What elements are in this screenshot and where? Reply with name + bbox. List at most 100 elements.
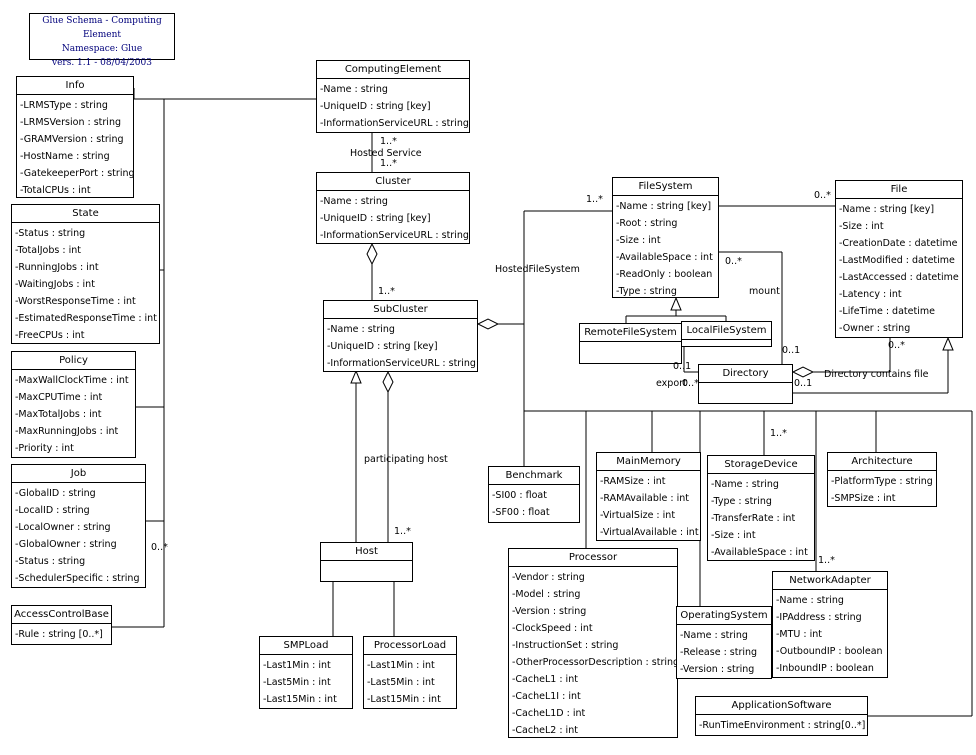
class-attribute: -LRMSVersion : string xyxy=(20,117,121,128)
class-name: Job xyxy=(12,465,145,483)
class-attribute: -SchedulerSpecific : string xyxy=(15,573,140,584)
aggregation-diamond xyxy=(791,366,815,378)
class-name: Host xyxy=(321,543,412,561)
namespace-line: Namespace: Glue xyxy=(61,44,143,54)
class-attribute: -GlobalID : string xyxy=(15,488,96,499)
multiplicity-label: 0..1 xyxy=(782,345,801,356)
class-name: AccessControlBase xyxy=(12,606,111,624)
attribute-list: -Last1Min : int-Last5Min : int-Last15Min… xyxy=(260,655,352,708)
attribute-list: -Name : string-UniqueID : string [key]-I… xyxy=(324,319,477,372)
processor-class: Processor-Vendor : string-Model : string… xyxy=(508,548,679,738)
class-attribute: -Name : string xyxy=(776,595,844,606)
class-attribute: -TotalCPUs : int xyxy=(20,185,91,196)
association-label: participating host xyxy=(364,454,448,465)
class-attribute: -Version : string xyxy=(680,664,755,675)
class-attribute: -Model : string xyxy=(512,589,581,600)
class-attribute: -InformationServiceURL : string xyxy=(320,230,469,241)
class-name: NetworkAdapter xyxy=(773,572,887,590)
attribute-list: -RunTimeEnvironment : string[0..*] xyxy=(696,715,867,734)
attribute-list: -Name : string [key]-Size : int-Creation… xyxy=(836,199,962,337)
class-attribute: -UniqueID : string [key] xyxy=(327,341,438,352)
class-attribute: -Last5Min : int xyxy=(367,677,435,688)
processorload-class: ProcessorLoad -Last1Min : int -Last5Min : … xyxy=(363,636,457,709)
generalization-arrow xyxy=(942,336,954,351)
class-attribute: -Root : string xyxy=(616,218,678,229)
class-name: Architecture xyxy=(828,453,936,471)
multiplicity-label: 0..1 xyxy=(794,378,813,389)
class-attribute: -LifeTime : datetime xyxy=(839,306,935,317)
state-class: State-Status : string-TotalJobs : int-Ru… xyxy=(11,204,160,344)
info-class: Info-LRMSType : string-LRMSVersion : str… xyxy=(16,76,135,198)
aggregation-diamond xyxy=(366,242,378,266)
computingelement-class: ComputingElement-Name : string-UniqueID … xyxy=(316,60,470,133)
association-label: Directory contains file xyxy=(824,369,929,380)
title-line: Glue Schema - Computing Element xyxy=(42,16,162,40)
attribute-list xyxy=(321,561,412,577)
class-attribute: -MaxWallClockTime : int xyxy=(15,375,129,386)
smpload-class: SMPLoad-Last1Min : int-Last5Min : int-La… xyxy=(259,636,353,709)
class-attribute: -Owner : string xyxy=(839,323,911,334)
class-attribute: -CacheL1I : int xyxy=(512,691,581,702)
class-attribute: -Status : string xyxy=(15,556,86,567)
class-attribute: -GRAMVersion : string xyxy=(20,134,124,145)
association-label: HostedFileSystem xyxy=(495,264,580,275)
class-attribute: -Last1Min : int xyxy=(367,660,435,671)
class-attribute: -ClockSpeed : int xyxy=(512,623,593,634)
class-attribute: -EstimatedResponseTime : int xyxy=(15,313,157,324)
cluster-class: Cluster-Name : string-UniqueID : string … xyxy=(316,172,470,244)
class-attribute: -IPAddress : string xyxy=(776,612,862,623)
class-attribute: -Latency : int xyxy=(839,289,902,300)
class-attribute: -RunningJobs : int xyxy=(15,262,99,273)
class-name: File xyxy=(836,181,962,199)
class-attribute: -GlobalOwner : string xyxy=(15,539,117,550)
localfilesystem-class: LocalFileSystem xyxy=(681,321,772,347)
class-attribute: -SF00 : float xyxy=(492,507,550,518)
benchmark-class: Benchmark-SI00 : float-SF00 : float xyxy=(488,466,580,523)
multiplicity-label: 1..* xyxy=(770,428,787,439)
multiplicity-label: 1..* xyxy=(394,526,411,537)
class-name: ProcessorLoad xyxy=(364,637,456,655)
class-attribute: -ReadOnly : boolean xyxy=(616,269,713,280)
class-attribute: -CacheL1 : int xyxy=(512,674,578,685)
aggregation-diamond xyxy=(476,318,500,330)
attribute-list: -Name : string-IPAddress : string-MTU : … xyxy=(773,590,887,677)
multiplicity-label: 0..* xyxy=(814,190,831,201)
class-attribute: -HostName : string xyxy=(20,151,110,162)
class-attribute: -Release : string xyxy=(680,647,758,658)
class-attribute: -Name : string xyxy=(320,84,388,95)
mainmemory-class: MainMemory-RAMSize : int-RAMAvailable : … xyxy=(596,452,701,541)
class-attribute: -Rule : string [0..*] xyxy=(15,629,103,640)
accesscontrolbase-class: AccessControlBase -Rule : string [0..*] xyxy=(11,605,112,645)
association-label: mount xyxy=(749,286,780,297)
class-attribute: -Size : int xyxy=(839,221,884,232)
class-attribute: -Name : string xyxy=(320,196,388,207)
class-attribute: -TotalJobs : int xyxy=(15,245,81,256)
class-attribute: -VirtualSize : int xyxy=(600,510,676,521)
class-attribute: -VirtualAvailable : int xyxy=(600,527,699,538)
class-attribute: -OutboundIP : boolean xyxy=(776,646,883,657)
class-attribute: -Type : string xyxy=(616,286,677,297)
class-name: FileSystem xyxy=(613,178,718,196)
attribute-list: -Name : string [key]-Root : string-Size … xyxy=(613,196,718,300)
class-attribute: -MaxRunningJobs : int xyxy=(15,426,119,437)
filesystem-class: FileSystem-Name : string [key]-Root : st… xyxy=(612,177,719,298)
class-name: ApplicationSoftware xyxy=(696,697,867,715)
attribute-list: -Name : string -Release : string -Version … xyxy=(677,625,771,678)
multiplicity-label: 0..* xyxy=(151,542,168,553)
attribute-list: -Name : string-UniqueID : string [key]-I… xyxy=(317,191,469,244)
attribute-list: -Name : string-UniqueID : string [key]-I… xyxy=(317,79,469,132)
class-attribute: -Name : string xyxy=(680,630,748,641)
version-line: vers. 1.1 - 08/04/2003 xyxy=(51,58,152,68)
class-attribute: -Size : int xyxy=(616,235,661,246)
class-attribute: -Last15Min : int xyxy=(367,694,441,705)
multiplicity-label: 1..* xyxy=(380,136,397,147)
class-name: ComputingElement xyxy=(317,61,469,79)
multiplicity-label: 0..* xyxy=(888,340,905,351)
file-class: File-Name : string [key]-Size : int-Crea… xyxy=(835,180,963,338)
architecture-class: Architecture-PlatformType : string-SMPSi… xyxy=(827,452,937,507)
class-name: Policy xyxy=(12,352,135,370)
directory-class: Directory xyxy=(698,364,793,404)
attribute-list xyxy=(580,342,681,358)
class-attribute: -LRMSType : string xyxy=(20,100,108,111)
